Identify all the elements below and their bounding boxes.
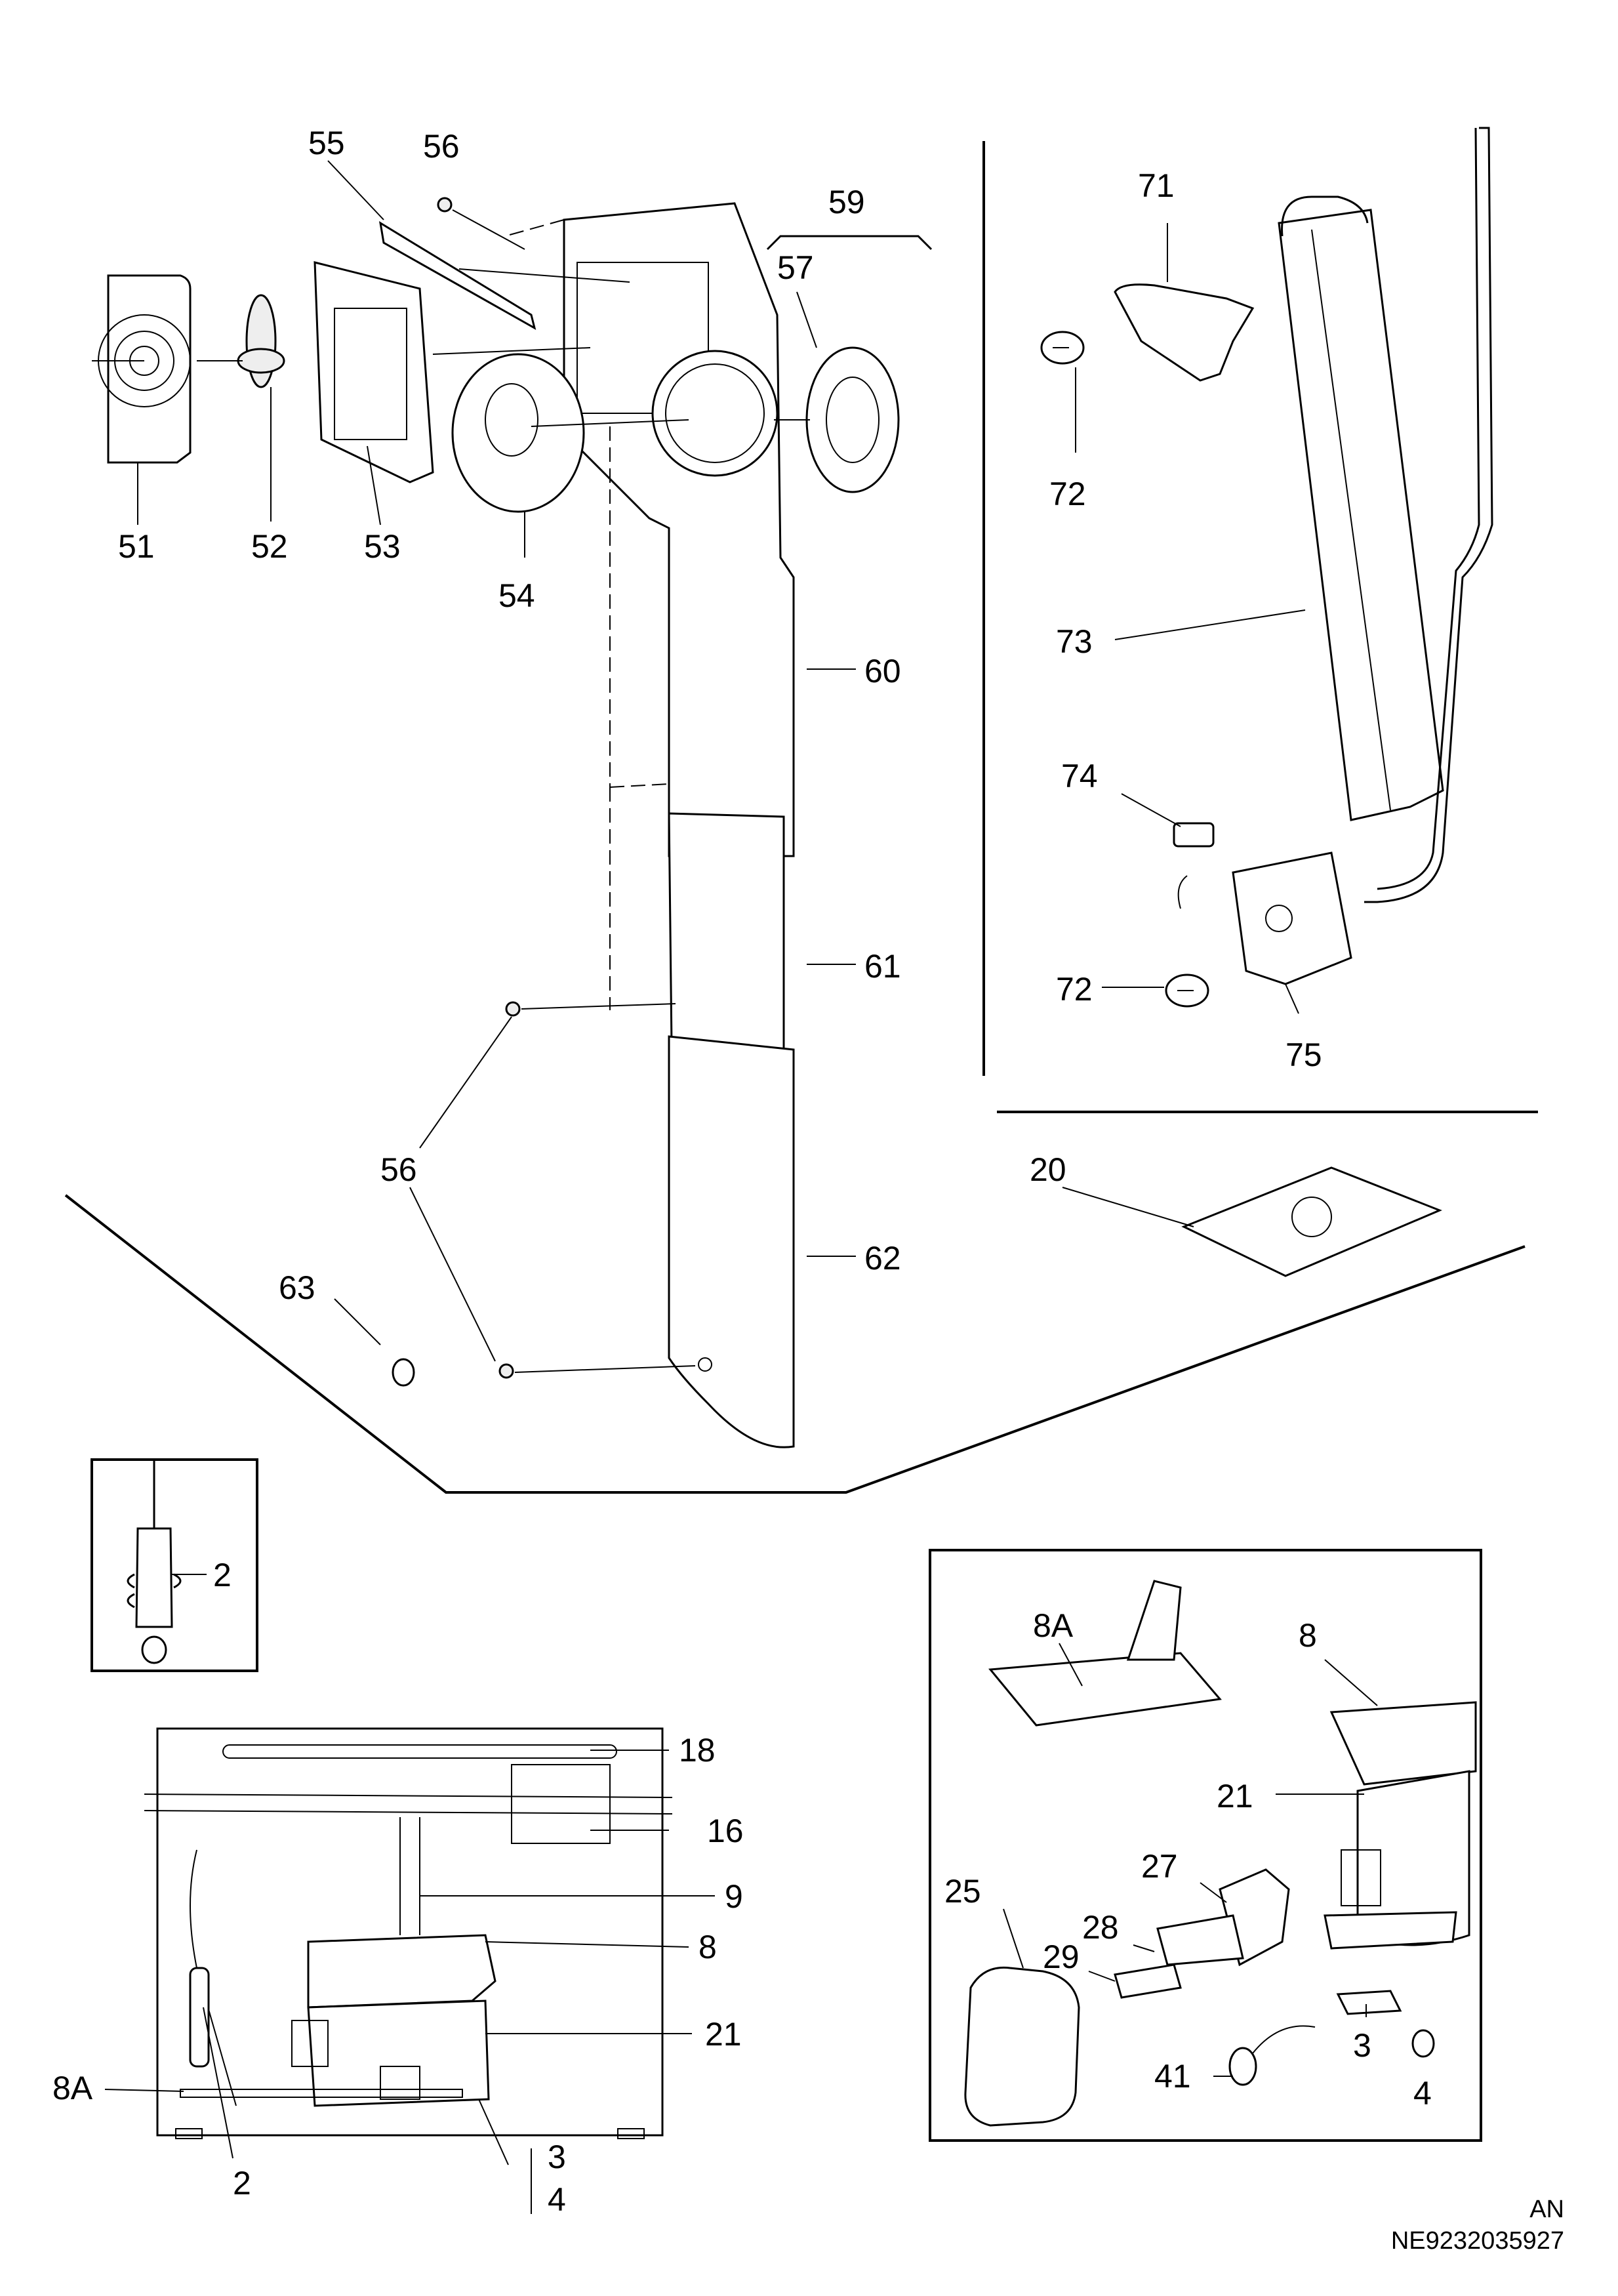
label-18: 18 [679, 1732, 716, 1769]
label-8A-inset: 8A [1033, 1607, 1074, 1644]
label-2: 2 [233, 2165, 251, 2202]
label-20: 20 [1030, 1151, 1066, 1188]
label-71: 71 [1138, 167, 1175, 204]
label-4-inset: 4 [1413, 2075, 1432, 2112]
label-57: 57 [777, 249, 814, 286]
label-73: 73 [1056, 623, 1093, 660]
callout-labels: 51 52 53 54 55 56 59 57 60 61 56 62 63 7… [52, 125, 1432, 2218]
fan-assembly [92, 197, 933, 513]
label-29: 29 [1043, 1938, 1080, 1975]
label-55: 55 [308, 125, 345, 161]
label-27: 27 [1141, 1848, 1178, 1885]
section-frames [64, 141, 1538, 2142]
label-52: 52 [251, 528, 288, 565]
label-2-inset: 2 [213, 1557, 232, 1593]
label-41: 41 [1154, 2058, 1191, 2095]
label-3-inset: 3 [1353, 2027, 1371, 2064]
label-28: 28 [1082, 1909, 1119, 1946]
manual-booklet [1181, 1166, 1442, 1277]
back-panel-assembly [504, 202, 795, 1448]
footer-code: NE9232035927 [1391, 2227, 1564, 2255]
label-61: 61 [864, 948, 901, 985]
label-3: 3 [548, 2139, 566, 2175]
leader-lines [104, 160, 1378, 2214]
label-16: 16 [707, 1813, 744, 1849]
evaporator-assembly [1040, 127, 1493, 1008]
label-56: 56 [423, 128, 460, 165]
label-60: 60 [864, 653, 901, 689]
label-72: 72 [1049, 476, 1086, 512]
label-51: 51 [118, 528, 155, 565]
label-63: 63 [279, 1269, 315, 1306]
label-8A: 8A [52, 2070, 93, 2106]
label-21: 21 [705, 2016, 742, 2053]
label-25: 25 [944, 1873, 981, 1910]
footer: AN NE9232035927 [1391, 2196, 1564, 2255]
label-54: 54 [498, 577, 535, 614]
sensor-inset [127, 1460, 182, 1664]
label-4: 4 [548, 2181, 566, 2218]
screws [392, 1001, 696, 1387]
label-72-lower: 72 [1056, 971, 1093, 1008]
label-9: 9 [725, 1878, 743, 1915]
label-75: 75 [1285, 1036, 1322, 1073]
label-21-inset: 21 [1217, 1778, 1253, 1814]
footer-an: AN [1529, 2196, 1564, 2223]
label-62: 62 [864, 1240, 901, 1277]
rear-cabinet-view [144, 1727, 673, 2139]
label-8: 8 [698, 1929, 717, 1965]
compressor-inset [964, 1580, 1477, 2127]
label-56-lower: 56 [380, 1151, 417, 1188]
label-59: 59 [828, 184, 865, 220]
label-53: 53 [364, 528, 401, 565]
label-74: 74 [1061, 758, 1098, 794]
label-8-inset: 8 [1299, 1617, 1317, 1654]
